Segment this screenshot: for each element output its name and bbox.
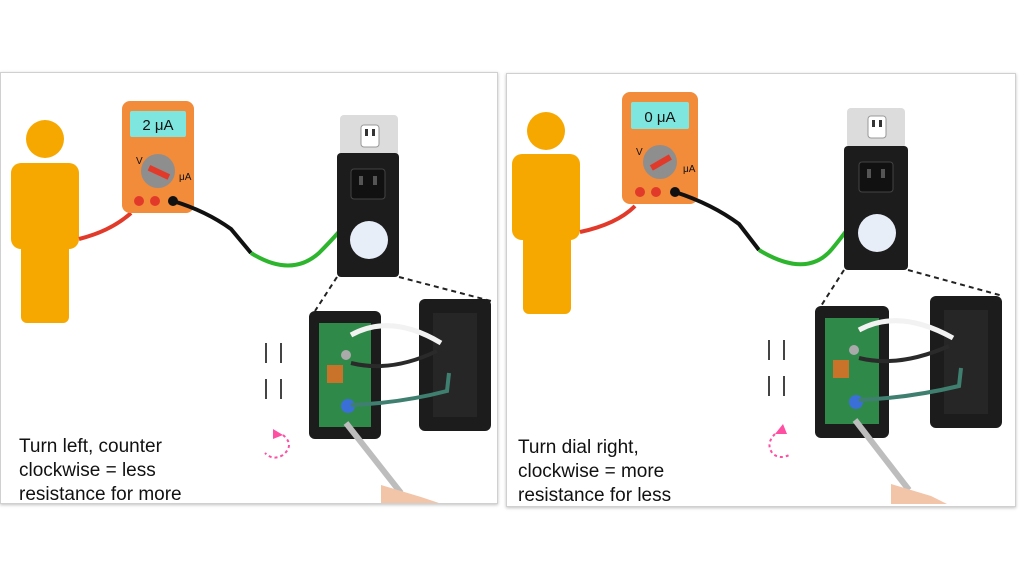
zoom-line <box>398 276 492 302</box>
meter-display <box>130 111 186 137</box>
zoom-line <box>820 269 845 307</box>
hand <box>381 485 439 503</box>
open-enclosure <box>309 311 381 439</box>
enclosure-lid <box>930 296 1002 428</box>
plug-in-device <box>844 146 908 270</box>
counter-clockwise-arrow-icon <box>264 429 290 459</box>
person-figure <box>512 112 580 314</box>
enclosure-lid <box>419 299 491 431</box>
red-probe-wire <box>78 211 133 241</box>
zoom-line <box>314 276 338 312</box>
screws <box>265 343 282 399</box>
instruction-caption: Turn dial right, clockwise = more resist… <box>518 437 672 506</box>
screwdriver <box>343 421 404 495</box>
multimeter: 2 μA V μA <box>122 101 194 213</box>
person-figure <box>11 120 79 323</box>
black-probe-wire <box>172 199 253 255</box>
meter-reading: 2 μA <box>142 117 173 134</box>
meter-reading: 0 μA <box>644 109 675 126</box>
green-inner-wire <box>350 372 451 407</box>
instruction-caption: Turn left, counter clockwise = less resi… <box>19 436 182 504</box>
green-inner-wire <box>858 367 963 402</box>
plug-in-device <box>337 153 399 277</box>
clockwise-arrow-icon <box>768 424 792 458</box>
meter-volt-label: V <box>136 156 143 167</box>
diagram-panel-left: 2 μA V μA <box>0 72 498 504</box>
panel-illustration: 0 μA V μA <box>512 92 1004 504</box>
white-wire <box>349 323 443 346</box>
diagram-panel-right: 0 μA V μA <box>506 73 1016 507</box>
meter-current-label: μA <box>179 172 192 183</box>
wall-outlet <box>847 108 905 148</box>
potentiometer <box>849 395 863 409</box>
open-enclosure <box>815 306 889 438</box>
red-probe-wire <box>579 204 637 234</box>
panel-illustration: 2 μA V μA <box>11 101 492 503</box>
meter-display <box>631 102 689 129</box>
meter-current-label: μA <box>683 164 696 175</box>
white-wire <box>857 318 955 341</box>
black-probe-wire <box>674 190 761 252</box>
wall-outlet <box>340 115 398 157</box>
device-label-sticker <box>350 221 388 259</box>
potentiometer <box>341 399 355 413</box>
zoom-line <box>907 269 1004 297</box>
screwdriver <box>852 418 912 492</box>
screws <box>768 340 785 396</box>
device-label-sticker <box>858 214 896 252</box>
multimeter: 0 μA V μA <box>622 92 698 204</box>
meter-volt-label: V <box>636 147 643 158</box>
hand <box>891 484 947 504</box>
